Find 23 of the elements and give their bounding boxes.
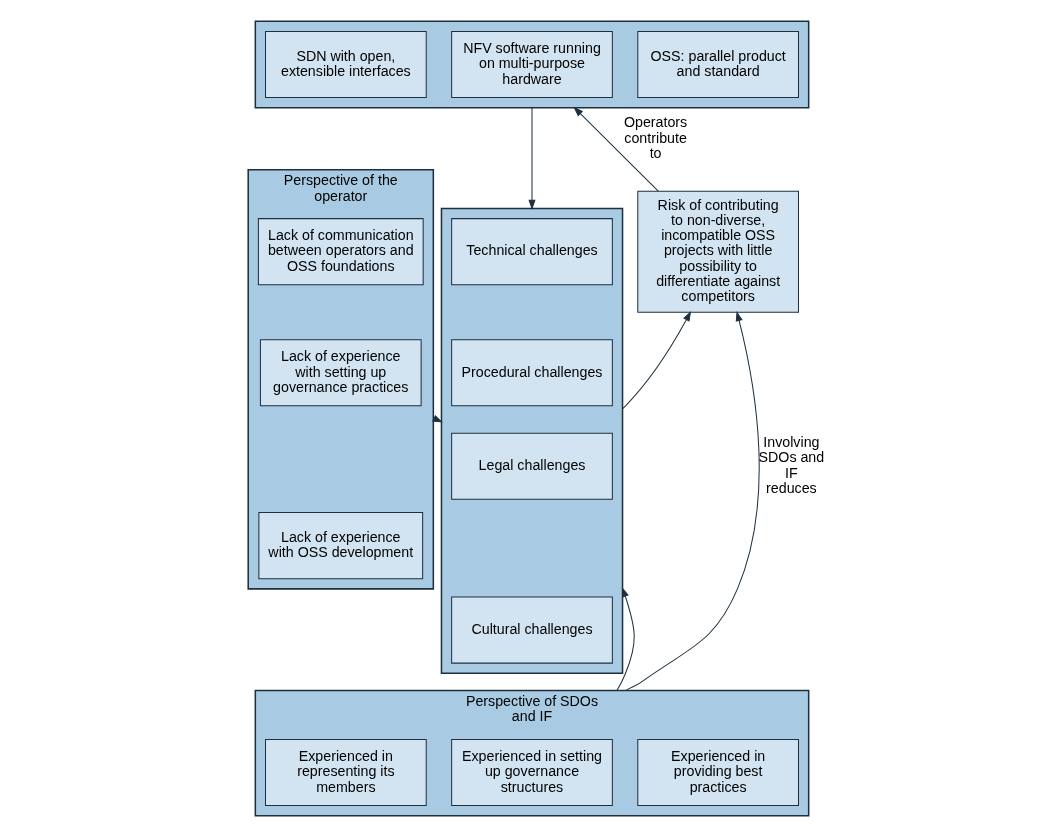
arrow (621, 310, 691, 409)
node-box: Procedural challenges (450, 338, 613, 406)
arrow (624, 310, 760, 691)
node-box: Experienced in representing its members (264, 738, 427, 806)
node-box: OSS: parallel product and standard (636, 30, 799, 98)
node-box: Lack of experience with OSS development (257, 511, 423, 579)
node-box: Cultural challenges (450, 596, 613, 664)
cluster (440, 207, 623, 674)
cluster (254, 20, 809, 108)
node-box: Experienced in providing best practices (636, 738, 799, 806)
node-box: Legal challenges (450, 432, 613, 500)
node-box: SDN with open, extensible interfaces (264, 30, 427, 98)
node-box: Lack of communication between operators and OSS foundations (257, 217, 424, 285)
node-box: Lack of experience with setting up governance practices (259, 338, 422, 406)
node-box: NFV software running on multi-purpose hardware (450, 30, 613, 98)
edge-label: Involving SDOs and IF reduces (758, 433, 824, 496)
arrow (615, 586, 635, 691)
node-box: Experienced in setting up governance structures (450, 738, 613, 806)
edge-label: Operators contribute to (623, 113, 687, 161)
arrow (527, 106, 536, 210)
node-box: Risk of contributing to non-diverse, incompatible OSS projects with little possibility to differentiate against competitors (636, 190, 799, 313)
node-box: Technical challenges (450, 217, 613, 285)
arrow (572, 106, 659, 192)
